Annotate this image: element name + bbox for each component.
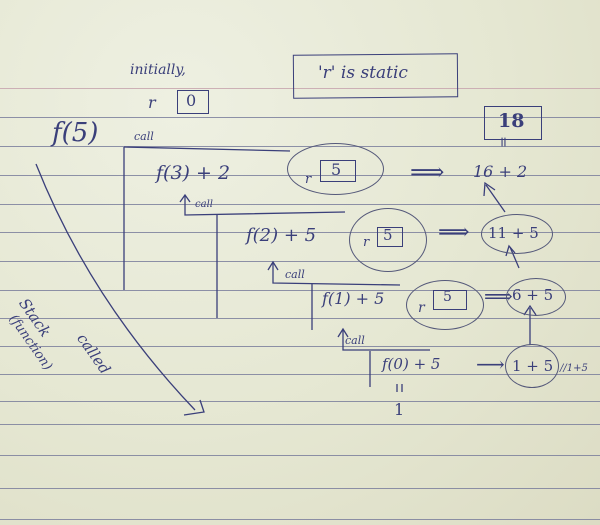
ruled-line — [0, 117, 600, 118]
frame-expr: f(0) + 5 — [382, 355, 441, 373]
ruled-line — [0, 374, 600, 375]
r-box — [320, 160, 356, 182]
ruled-line — [0, 146, 600, 147]
result-circle — [481, 214, 553, 254]
frame-expr: f(1) + 5 — [322, 289, 385, 308]
ruled-line — [0, 455, 600, 456]
frame-result: 1 + 5 — [512, 357, 554, 375]
frame-result: 6 + 5 — [512, 286, 554, 304]
r-label: r — [418, 300, 425, 316]
frame-expr: f(3) + 2 — [156, 162, 231, 184]
call-label: call — [134, 130, 154, 143]
r-state-circle — [287, 143, 384, 195]
implies-arrow: ⟹ — [410, 158, 445, 186]
ruled-line — [0, 488, 600, 489]
ruled-line — [0, 318, 600, 319]
r-box — [433, 290, 467, 310]
initial-r-value: 0 — [186, 91, 197, 110]
r-value: 5 — [383, 226, 393, 244]
ruled-line — [0, 424, 600, 425]
r-value: 5 — [331, 160, 342, 179]
ruled-line — [0, 346, 600, 347]
call-label: call — [285, 268, 305, 281]
frame-note: //1+5 — [560, 363, 588, 374]
r-box — [377, 227, 403, 247]
r-label: r — [363, 235, 370, 250]
root-call: f(5) — [52, 118, 99, 148]
ruled-line — [0, 232, 600, 233]
r-state-circle — [349, 208, 427, 272]
result-circle — [506, 278, 566, 316]
initial-r-label: r — [148, 93, 156, 112]
title-text: 'r' is static — [318, 63, 408, 83]
ruled-line — [0, 261, 600, 262]
ruled-line — [0, 401, 600, 402]
frame-expr: f(2) + 5 — [246, 225, 317, 246]
base-case-value: 1 — [394, 400, 405, 419]
final-equals: = — [494, 136, 511, 148]
ruled-line — [0, 290, 600, 291]
initial-r-box — [177, 90, 209, 114]
ruled-line — [0, 204, 600, 205]
implies-arrow: ⟶ — [476, 352, 505, 376]
result-circle — [505, 344, 559, 388]
implies-arrow: ⟹ — [438, 220, 470, 245]
final-result-box — [484, 106, 542, 140]
r-label: r — [305, 172, 312, 187]
frame-result: 16 + 2 — [473, 162, 528, 181]
initially-label: initially, — [130, 62, 186, 78]
ruled-line — [0, 88, 600, 89]
call-label: call — [345, 334, 365, 347]
call-label: call — [195, 199, 213, 210]
frame-result: 11 + 5 — [488, 224, 539, 242]
final-result-value: 18 — [498, 110, 525, 132]
ruled-line — [0, 519, 600, 520]
r-value: 5 — [443, 289, 452, 305]
r-state-circle — [406, 280, 484, 330]
